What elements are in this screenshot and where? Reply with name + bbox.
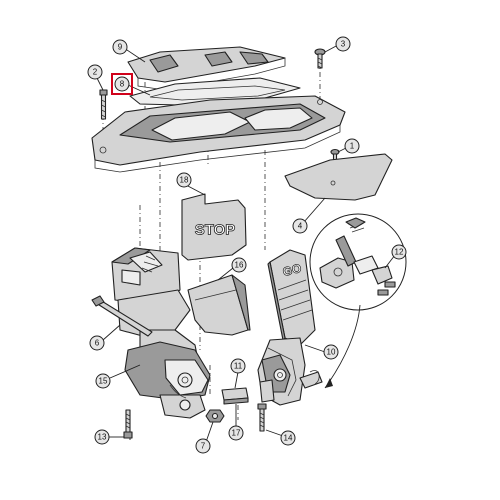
svg-text:18: 18 <box>180 176 189 185</box>
callout-8: 8 <box>111 73 133 95</box>
svg-text:6: 6 <box>95 339 100 348</box>
svg-text:2: 2 <box>93 68 98 77</box>
part-16-bracket <box>187 274 251 336</box>
part-17-block <box>221 387 249 405</box>
part-14-bolt <box>257 403 267 432</box>
part-18-stop-pad: STOP <box>181 193 247 261</box>
accelerator-pedal: GO <box>257 249 323 406</box>
svg-text:9: 9 <box>118 43 123 52</box>
part-7-nut <box>205 409 225 423</box>
svg-text:12: 12 <box>395 248 404 257</box>
svg-text:7: 7 <box>201 442 206 451</box>
part-4-pad <box>284 153 393 201</box>
callout-1: 1 <box>344 138 360 154</box>
callout-18: 18 <box>176 172 192 188</box>
callout-16: 16 <box>231 257 247 273</box>
callout-2: 2 <box>87 64 103 80</box>
part-2-bolt <box>99 89 108 120</box>
svg-text:13: 13 <box>98 433 107 442</box>
svg-text:15: 15 <box>99 377 108 386</box>
callout-11: 11 <box>230 358 246 374</box>
svg-text:17: 17 <box>232 429 241 438</box>
svg-text:3: 3 <box>341 40 346 49</box>
part-3-screw <box>314 48 326 69</box>
svg-text:11: 11 <box>234 362 243 371</box>
part-9-cover-plate <box>127 46 286 91</box>
callout-10: 10 <box>323 344 339 360</box>
stop-label: STOP <box>195 222 236 239</box>
svg-text:10: 10 <box>327 348 336 357</box>
callout-15: 15 <box>95 373 111 389</box>
part-6-rod <box>91 295 153 337</box>
callout-9: 9 <box>112 39 128 55</box>
callout-3: 3 <box>335 36 351 52</box>
callout-13: 13 <box>94 429 110 445</box>
svg-text:8: 8 <box>120 80 125 89</box>
callout-4: 4 <box>292 218 308 234</box>
callout-17: 17 <box>228 425 244 441</box>
go-label: GO <box>281 261 303 279</box>
floor-mounting-plate <box>91 95 346 173</box>
brake-pedal-assembly <box>117 289 211 419</box>
callout-12: 12 <box>391 244 407 260</box>
part-13-bolt <box>123 409 133 439</box>
svg-text:1: 1 <box>350 142 355 151</box>
callout-14: 14 <box>280 430 296 446</box>
brake-switch-box <box>111 247 181 306</box>
svg-text:14: 14 <box>284 434 293 443</box>
callout-7: 7 <box>195 438 211 454</box>
sensor-wire <box>324 304 361 389</box>
callout-6: 6 <box>89 335 105 351</box>
highlight-box-callout-8 <box>111 73 133 95</box>
sensor-detail-inset <box>309 213 407 311</box>
svg-text:4: 4 <box>298 222 303 231</box>
svg-text:16: 16 <box>235 261 244 270</box>
